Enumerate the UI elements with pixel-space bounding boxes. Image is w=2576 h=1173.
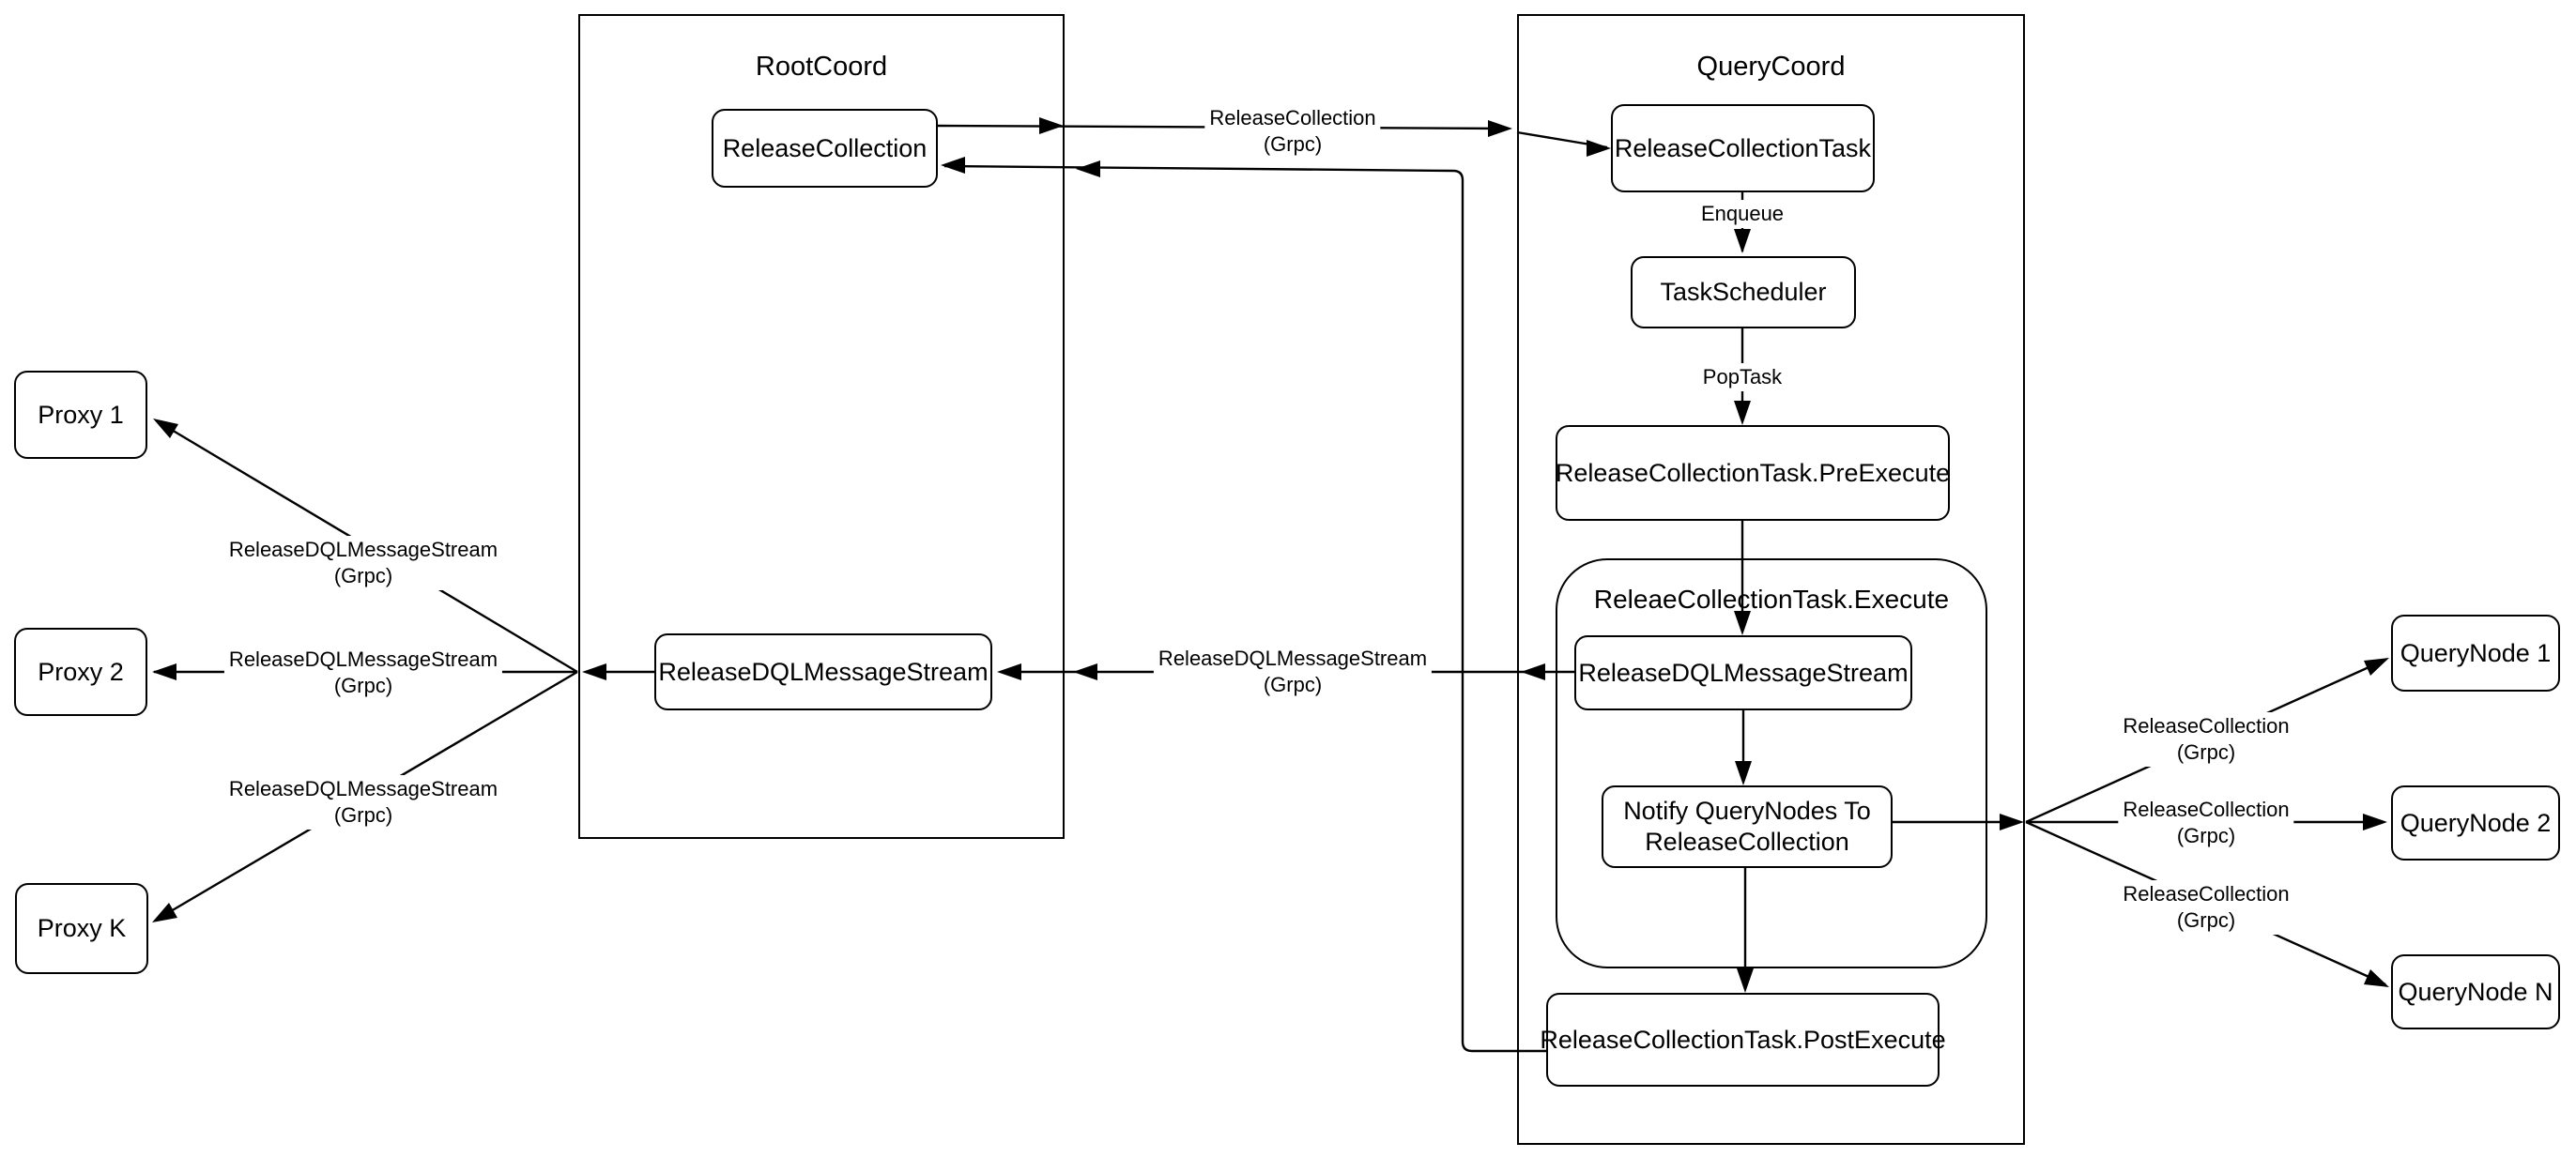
node-querynode-n: QueryNode N <box>2391 954 2560 1029</box>
edge-label-releasecollection-grpc-qn1: ReleaseCollection (Grpc) <box>2118 712 2294 767</box>
node-notify-querynodes: Notify QueryNodes To ReleaseCollection <box>1602 785 1893 868</box>
edge-label-dql-grpc-middle: ReleaseDQLMessageStream (Grpc) <box>1153 645 1433 699</box>
edge-label-releasecollection-grpc-top: ReleaseCollection (Grpc) <box>1204 104 1381 159</box>
edge-label-releasecollection-grpc-qn2: ReleaseCollection (Grpc) <box>2118 796 2294 850</box>
node-task-scheduler-label: TaskScheduler <box>1660 278 1827 306</box>
node-proxy-1-label: Proxy 1 <box>38 400 124 429</box>
node-post-execute: ReleaseCollectionTask.PostExecute <box>1540 993 1946 1087</box>
node-querynode-1-label: QueryNode 1 <box>2400 638 2552 667</box>
edge-postexecute-return <box>943 164 1546 1053</box>
edge-label-poptask: PopTask <box>1697 363 1787 391</box>
edge-label-dql-grpc-proxy2: ReleaseDQLMessageStream (Grpc) <box>223 646 503 700</box>
node-root-dql-stream: ReleaseDQLMessageStream <box>654 633 992 710</box>
node-proxy-1: Proxy 1 <box>14 371 147 459</box>
node-notify-querynodes-line1: Notify QueryNodes To <box>1623 797 1871 825</box>
node-task-scheduler: TaskScheduler <box>1631 256 1856 328</box>
execute-group: ReleaeCollectionTask.Execute <box>1556 558 1987 968</box>
node-root-dql-stream-label: ReleaseDQLMessageStream <box>658 657 989 686</box>
edge-label-releasecollection-grpc-qnn: ReleaseCollection (Grpc) <box>2118 880 2294 935</box>
node-release-collection: ReleaseCollection <box>712 109 938 188</box>
node-pre-execute: ReleaseCollectionTask.PreExecute <box>1556 425 1950 521</box>
rootcoord-container: RootCoord <box>578 14 1065 839</box>
node-querynode-1: QueryNode 1 <box>2391 615 2560 692</box>
node-exec-dql-stream-label: ReleaseDQLMessageStream <box>1578 658 1909 687</box>
node-proxy-k-label: Proxy K <box>37 914 127 942</box>
node-proxy-2: Proxy 2 <box>14 628 147 716</box>
node-release-collection-task: ReleaseCollectionTask <box>1611 104 1875 192</box>
execute-group-title: ReleaeCollectionTask.Execute <box>1593 585 1950 614</box>
node-querynode-2: QueryNode 2 <box>2391 785 2560 861</box>
arrowheads <box>152 117 2389 993</box>
node-release-collection-label: ReleaseCollection <box>722 133 928 162</box>
node-exec-dql-stream: ReleaseDQLMessageStream <box>1574 635 1912 710</box>
node-querynode-2-label: QueryNode 2 <box>2400 808 2552 837</box>
node-release-collection-task-label: ReleaseCollectionTask <box>1614 133 1872 162</box>
node-pre-execute-label: ReleaseCollectionTask.PreExecute <box>1555 458 1951 487</box>
edge-label-dql-grpc-proxy1: ReleaseDQLMessageStream (Grpc) <box>223 536 503 590</box>
edge-label-enqueue: Enqueue <box>1695 200 1789 228</box>
node-notify-querynodes-line2: ReleaseCollection <box>1645 828 1849 856</box>
node-proxy-k: Proxy K <box>15 883 148 974</box>
node-post-execute-label: ReleaseCollectionTask.PostExecute <box>1540 1025 1946 1054</box>
querycoord-title: QueryCoord <box>1696 52 1846 82</box>
rootcoord-title: RootCoord <box>755 52 888 82</box>
node-querynode-n-label: QueryNode N <box>2398 977 2553 1006</box>
edge-label-dql-grpc-proxyk: ReleaseDQLMessageStream (Grpc) <box>223 775 503 830</box>
node-proxy-2-label: Proxy 2 <box>38 657 124 686</box>
querycoord-container: QueryCoord <box>1517 14 2025 1145</box>
